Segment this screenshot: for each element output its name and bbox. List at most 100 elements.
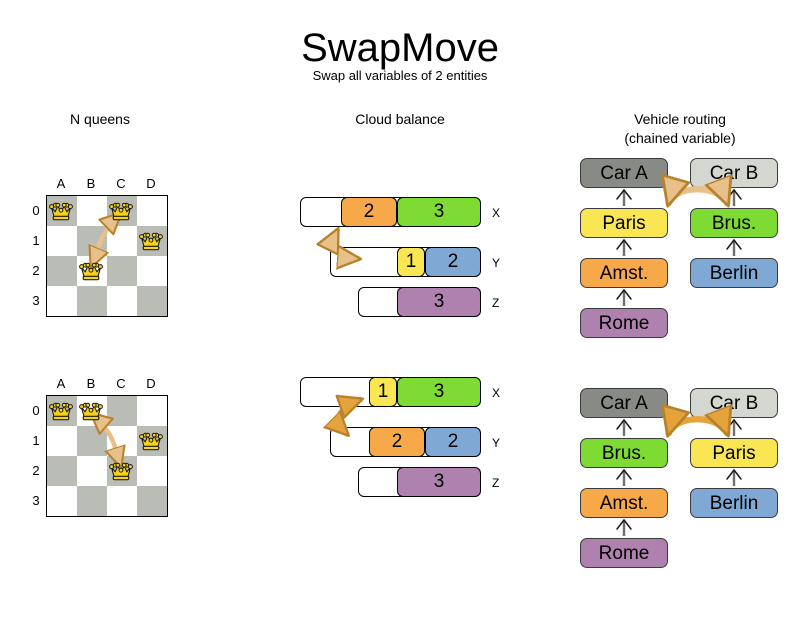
cloud-segment-value: 3 <box>433 201 445 222</box>
cloud-segment-value: 1 <box>377 381 389 402</box>
board-cell-A1[interactable] <box>47 226 77 256</box>
vrp-node-label: Amst. <box>599 492 649 514</box>
cloud-segment-value: 3 <box>433 381 445 402</box>
board-cell-B3[interactable] <box>77 486 107 516</box>
vrp-node-label: Brus. <box>601 442 647 464</box>
board-cell-A1[interactable] <box>47 426 77 456</box>
diagram-canvas: SwapMove Swap all variables of 2 entitie… <box>32 26 778 568</box>
board-cell-D3[interactable] <box>137 286 167 316</box>
board-cell-C0[interactable] <box>107 396 137 426</box>
cloud-segment-value: 2 <box>447 431 459 452</box>
column-heading-nqueens: N queens <box>70 111 130 127</box>
board-cell-B0[interactable] <box>77 396 107 426</box>
vrp-node-a-1-after[interactable]: Brus. <box>580 438 668 468</box>
board-rank-label-0: 0 <box>32 403 40 418</box>
board-cell-D2[interactable] <box>137 256 167 286</box>
board-cell-A2[interactable] <box>47 256 77 286</box>
cloud-row-label-z-after: Z <box>492 476 500 490</box>
board-cell-D2[interactable] <box>137 456 167 486</box>
cloud-segment-y-1-after[interactable]: 2 <box>369 426 425 457</box>
board-cell-C1[interactable] <box>107 226 137 256</box>
cloud-segment-y-2-after[interactable]: 2 <box>425 426 481 457</box>
page-title: SwapMove <box>301 26 499 70</box>
vrp-node-label: Rome <box>598 542 650 564</box>
vrp-car-b-before[interactable]: Car B <box>690 158 778 188</box>
board-cell-D0[interactable] <box>137 396 167 426</box>
board-cell-C2[interactable] <box>107 256 137 286</box>
vrp-node-label: Paris <box>712 442 756 464</box>
vrp-node-label: Berlin <box>709 492 759 514</box>
board-file-label-B: B <box>86 376 96 391</box>
board-cell-D1[interactable] <box>137 226 167 256</box>
vrp-node-a-1-before[interactable]: Paris <box>580 208 668 238</box>
vrp-node-b-1-before[interactable]: Brus. <box>690 208 778 238</box>
board-cell-A0[interactable] <box>47 196 77 226</box>
column-heading-cloud-balance: Cloud balance <box>355 111 445 127</box>
cloud-segment-x-2-before[interactable]: 3 <box>397 196 481 227</box>
board-cell-A3[interactable] <box>47 486 77 516</box>
board-file-label-C: C <box>116 176 126 191</box>
board-cell-D1[interactable] <box>137 426 167 456</box>
cloud-segment-value: 2 <box>363 201 375 222</box>
cloud-row-label-x-before: X <box>492 206 501 220</box>
cloud-segment-x-2-after[interactable]: 3 <box>397 376 481 407</box>
board-file-label-D: D <box>146 376 156 391</box>
board-rank-label-3: 3 <box>32 293 40 308</box>
vrp-node-label: Berlin <box>709 262 759 284</box>
vrp-node-b-2-before[interactable]: Berlin <box>690 258 778 288</box>
cloud-segment-x-1-after[interactable]: 1 <box>369 376 397 407</box>
cloud-segment-value: 2 <box>447 251 459 272</box>
board-cell-C0[interactable] <box>107 196 137 226</box>
board-cell-B0[interactable] <box>77 196 107 226</box>
board-cell-B1[interactable] <box>77 426 107 456</box>
board-rank-label-0: 0 <box>32 203 40 218</box>
vrp-node-label: Paris <box>602 212 646 234</box>
board-file-label-D: D <box>146 176 156 191</box>
board-rank-label-1: 1 <box>32 233 40 248</box>
cloud-bar-z-after: 3 <box>358 466 481 497</box>
board-cell-C3[interactable] <box>107 286 137 316</box>
board-cell-A3[interactable] <box>47 286 77 316</box>
vrp-node-a-3-after[interactable]: Rome <box>580 538 668 568</box>
board-cell-C1[interactable] <box>107 426 137 456</box>
vrp-node-label: Car B <box>709 392 759 414</box>
cloud-segment-z-1-before[interactable]: 3 <box>397 286 481 317</box>
vrp-node-b-1-after[interactable]: Paris <box>690 438 778 468</box>
board-cell-B2[interactable] <box>77 456 107 486</box>
cloud-segment-x-1-before[interactable]: 2 <box>341 196 397 227</box>
board-cell-A2[interactable] <box>47 456 77 486</box>
vrp-node-label: Amst. <box>599 262 649 284</box>
board-file-label-C: C <box>116 376 126 391</box>
cloud-segment-y-1-before[interactable]: 1 <box>397 246 425 277</box>
vrp-car-a-before[interactable]: Car A <box>580 158 668 188</box>
vrp-node-a-3-before[interactable]: Rome <box>580 308 668 338</box>
cloud-segment-z-1-after[interactable]: 3 <box>397 466 481 497</box>
page-subtitle: Swap all variables of 2 entities <box>312 68 488 83</box>
vrp-car-b-after[interactable]: Car B <box>690 388 778 418</box>
board-cell-D3[interactable] <box>137 486 167 516</box>
cloud-segment-y-2-before[interactable]: 2 <box>425 246 481 277</box>
vrp-node-label: Car A <box>600 392 648 414</box>
vrp-node-label: Brus. <box>711 212 757 234</box>
board-cell-C2[interactable] <box>107 456 137 486</box>
board-cell-C3[interactable] <box>107 486 137 516</box>
cloud-bar-z-before: 3 <box>358 286 481 317</box>
board-cell-A0[interactable] <box>47 396 77 426</box>
vrp-node-a-2-before[interactable]: Amst. <box>580 258 668 288</box>
board-rank-label-1: 1 <box>32 433 40 448</box>
board-cell-B1[interactable] <box>77 226 107 256</box>
board-rank-label-2: 2 <box>32 263 40 278</box>
cloud-segment-value: 2 <box>391 431 403 452</box>
vrp-car-a-after[interactable]: Car A <box>580 388 668 418</box>
board-file-label-A: A <box>56 176 66 191</box>
board-cell-B2[interactable] <box>77 256 107 286</box>
vrp-heading-line-1: Vehicle routing <box>634 111 726 127</box>
vrp-node-b-2-after[interactable]: Berlin <box>690 488 778 518</box>
board-cell-B3[interactable] <box>77 286 107 316</box>
board-cell-D0[interactable] <box>137 196 167 226</box>
chessboard-after <box>46 395 168 517</box>
vrp-node-a-2-after[interactable]: Amst. <box>580 488 668 518</box>
